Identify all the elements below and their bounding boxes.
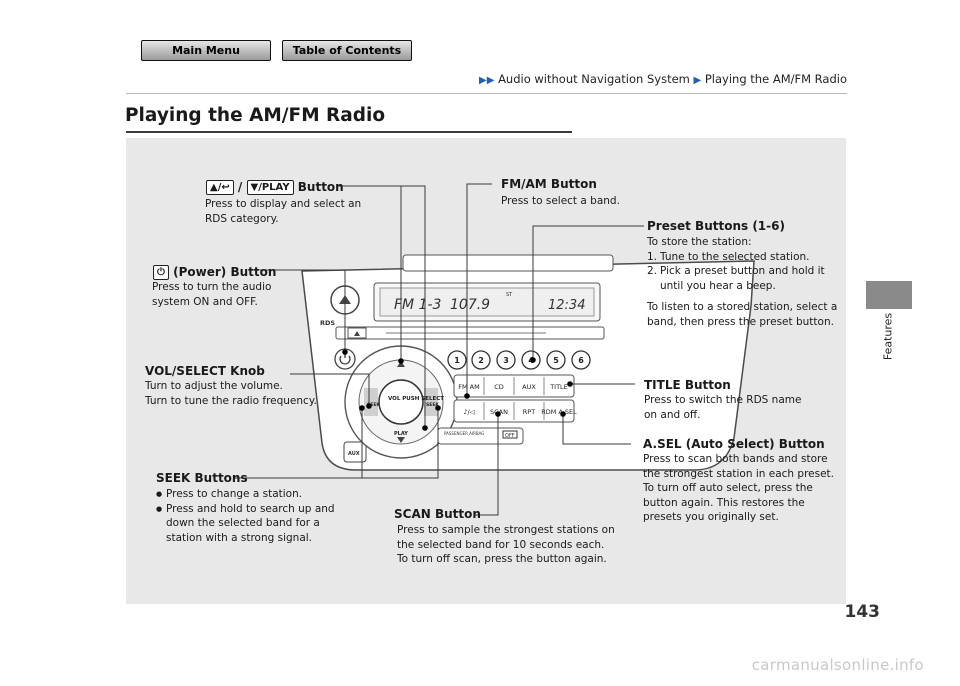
play-label: PLAY	[394, 431, 408, 437]
aux-jack[interactable]	[343, 441, 367, 463]
leader-lines	[235, 183, 644, 516]
category-button-desc: Press to display and select an RDS categ…	[205, 198, 362, 225]
header-rule	[126, 93, 847, 94]
row2-button-2[interactable]: RPT	[523, 408, 535, 416]
fm-am-button-label: FM/AM Button	[501, 177, 597, 191]
row2-button-0[interactable]: ♪/◁	[463, 408, 474, 416]
asel-button-desc: Press to scan both bands and store the s…	[643, 453, 835, 523]
row1-button-0[interactable]: FM AM	[458, 383, 479, 391]
breadcrumb-arrow-icon: ▶	[693, 75, 702, 86]
breadcrumb-current: Playing the AM/FM Radio	[704, 72, 847, 86]
vol-select-knob[interactable]	[378, 379, 424, 425]
breadcrumb-arrow-icon: ▶▶	[479, 75, 495, 86]
preset-button-label: 3	[503, 356, 509, 365]
radio-illustration: FM 1-3 107.9 ST 12:34 RDS AUX VOL PUSH S…	[301, 254, 755, 471]
preset-button-label: 1	[454, 356, 460, 365]
row2-button-3[interactable]: RDM A.SEL	[541, 408, 577, 416]
breadcrumb: ▶▶ Audio without Navigation System ▶ Pla…	[479, 72, 847, 86]
preset-button-5[interactable]	[546, 350, 566, 370]
preset-buttons-desc: To store the station: 1.Tune to the sele…	[647, 236, 838, 328]
display-frequency: 107.9	[450, 297, 490, 313]
breadcrumb-parent-link[interactable]: Audio without Navigation System	[498, 72, 690, 86]
page-title: Playing the AM/FM Radio	[125, 105, 386, 126]
preset-buttons-label: Preset Buttons (1-6)	[647, 219, 785, 233]
rds-logo: RDS	[320, 319, 335, 327]
side-tab-marker	[866, 281, 912, 309]
category-down-key-icon: ▼/PLAY	[246, 180, 294, 195]
power-icon: ⏻	[153, 265, 169, 280]
scan-button-desc: Press to sample the strongest stations o…	[397, 524, 615, 565]
side-tab-features[interactable]: Features	[881, 312, 895, 361]
title-underline	[126, 131, 572, 133]
preset-button-2[interactable]	[471, 350, 491, 370]
svg-text:VOL PUSH SELECT: VOL PUSH SELECT	[388, 396, 444, 402]
watermark: carmanualsonline.info	[751, 656, 924, 674]
main-menu-button[interactable]: Main Menu	[141, 40, 271, 61]
preset-button-label: 5	[553, 356, 559, 365]
vol-select-knob-desc: Turn to adjust the volume. Turn to tune …	[145, 380, 317, 407]
asel-button-label: A.SEL (Auto Select) Button	[643, 437, 825, 451]
preset-button-1[interactable]	[447, 350, 467, 370]
category-button-label: ▲/↩ / ▼/PLAY Button	[206, 180, 344, 195]
preset-button-3[interactable]	[496, 350, 516, 370]
table-of-contents-button[interactable]: Table of Contents	[282, 40, 412, 61]
display-band: FM 1-3	[394, 297, 441, 313]
power-button-desc: Press to turn the audio system ON and OF…	[152, 281, 272, 308]
page-number: 143	[844, 602, 881, 622]
preset-button-6[interactable]	[571, 350, 591, 370]
power-button-label: ⏻ (Power) Button	[153, 265, 276, 280]
svg-text:AUX: AUX	[348, 451, 360, 457]
display-clock: 12:34	[548, 298, 585, 313]
scan-button-label: SCAN Button	[394, 507, 481, 521]
row1-button-3[interactable]: TITLE	[549, 383, 568, 391]
svg-text:OFF: OFF	[505, 433, 515, 439]
preset-button-label: 6	[578, 356, 584, 365]
vol-select-knob-label: VOL/SELECT Knob	[145, 364, 265, 378]
title-button-label: TITLE Button	[644, 378, 731, 392]
fm-am-button-desc: Press to select a band.	[501, 195, 620, 207]
preset-button-label: 2	[478, 356, 484, 365]
seek-buttons-label: SEEK Buttons	[156, 471, 248, 485]
row1-button-1[interactable]: CD	[494, 383, 504, 391]
seek-buttons-desc: Press to change a station. Press and hol…	[156, 487, 335, 545]
svg-text:PASSENGER AIRBAG: PASSENGER AIRBAG	[444, 431, 484, 436]
seek-right-label: SEEK	[426, 402, 439, 408]
category-up-key-icon: ▲/↩	[206, 180, 234, 195]
row1-button-2[interactable]: AUX	[522, 383, 536, 391]
top-slot	[402, 254, 614, 272]
seek-left-label: SEEK	[367, 402, 380, 408]
title-button-desc: Press to switch the RDS name on and off.	[644, 394, 802, 421]
display-stereo: ST	[506, 292, 513, 298]
